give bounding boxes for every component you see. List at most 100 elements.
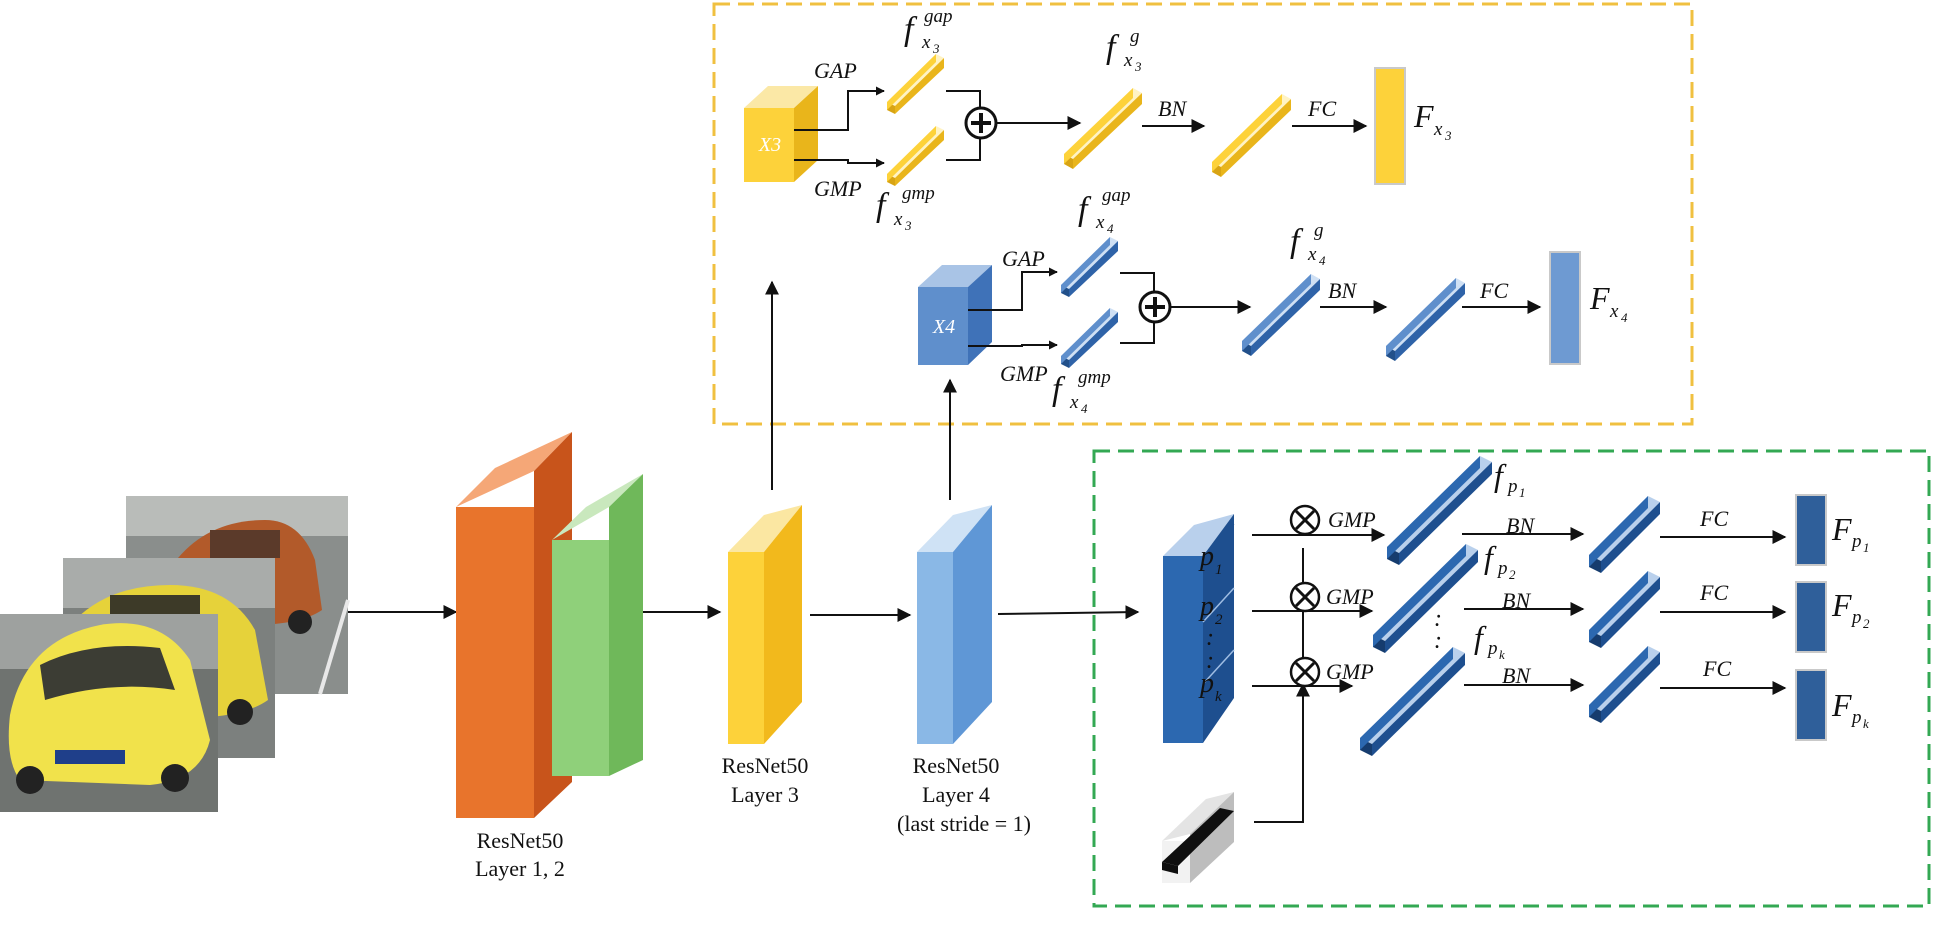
part-rowk-fc-label: FC [1702, 656, 1731, 681]
x3-fgap-sub: x [921, 32, 931, 53]
x3-x4-branch-frame [712, 2, 1694, 426]
x3-F-sub: x [1433, 119, 1443, 140]
part-row2-vector [1373, 544, 1478, 653]
arrow-layer4-to-parts [997, 605, 1140, 620]
layer4-label-line2: Layer 4 [922, 782, 990, 807]
part-F2-idx: 2 [1863, 616, 1870, 631]
part-row2-bn-label: BN [1502, 588, 1531, 613]
x4-fgmp-subidx: 4 [1081, 401, 1088, 416]
x3-output-vector [1374, 67, 1406, 185]
part-fk-p: p [1486, 638, 1498, 659]
x3-cube-label: X3 [758, 134, 781, 156]
part-row2-bn-vector [1589, 571, 1660, 648]
x3-fgap-subidx: 3 [932, 41, 940, 56]
x3-fgmp-sup: gmp [902, 183, 935, 204]
x3-gmp-label: GMP [814, 176, 862, 201]
x4-F-symbol: F [1589, 280, 1610, 316]
x3-cube [744, 86, 818, 182]
part-row1-vector [1387, 456, 1492, 565]
part-dots-left: : [1206, 625, 1214, 651]
part-mask-image [1162, 792, 1234, 883]
layer3-label-line1: ResNet50 [722, 753, 809, 778]
part-F1-idx: 1 [1863, 540, 1870, 555]
x3-fc-label: FC [1307, 96, 1336, 121]
part-pk-sub: k [1215, 689, 1222, 705]
x4-F-subidx: 4 [1621, 310, 1628, 325]
x4-gap-vector [1061, 237, 1118, 297]
part-F1-p: p [1850, 531, 1862, 552]
x4-branch: X4 GAP GMP f gap x 4 f gmp x 4 [918, 185, 1628, 416]
part-f1-p: p [1506, 476, 1518, 497]
x3-fg-sub: x [1123, 50, 1133, 71]
part-row1-multiply-icon [1289, 504, 1321, 536]
x4-gmp-label: GMP [1000, 361, 1048, 386]
x4-gmp-vector [1061, 308, 1118, 368]
part-rowk-vector [1360, 647, 1465, 756]
input-vehicle-images [0, 496, 350, 812]
layer4-label-line1: ResNet50 [913, 753, 1000, 778]
part-row2-gmp-label: GMP [1326, 584, 1374, 609]
x4-fgmp-symbol: f [1052, 371, 1066, 408]
x3-concat-plus-icon [964, 106, 998, 140]
part-F2-symbol: F [1831, 587, 1852, 623]
layer12-blocks [456, 432, 643, 818]
part-row1-output-vector [1795, 494, 1827, 566]
x4-fg-vector [1242, 274, 1320, 356]
x4-F-sub: x [1609, 301, 1619, 322]
part-feature-map [1163, 514, 1235, 743]
part-dots-left2: : [1206, 648, 1214, 674]
x4-fg-subidx: 4 [1319, 253, 1326, 268]
part-F1-symbol: F [1831, 511, 1852, 547]
part-dots-right2: : [1434, 628, 1442, 654]
layer4-block [917, 505, 992, 744]
layer3-block [728, 505, 802, 744]
x4-concat-plus-icon [1138, 290, 1172, 324]
x4-fg-symbol: f [1290, 223, 1304, 260]
x3-gmp-vector [887, 126, 944, 186]
x4-output-vector [1549, 251, 1581, 365]
x3-bn-label: BN [1158, 96, 1187, 121]
part-branch-frame [1092, 449, 1931, 908]
part-p2-symbol: p [1198, 591, 1214, 622]
x4-cube-label: X4 [932, 316, 955, 338]
x3-fg-symbol: f [1106, 29, 1120, 66]
part-p2-sub: 2 [1215, 612, 1223, 628]
part-rowk-bn-vector [1589, 646, 1660, 723]
part-branch: p 1 p 2 : : p k [1162, 456, 1870, 883]
part-rowk-bn-label: BN [1502, 663, 1531, 688]
part-dots-right: : [1434, 606, 1442, 632]
x3-fg-vector [1064, 88, 1142, 169]
x4-gap-label: GAP [1002, 246, 1045, 271]
x4-fgap-sub: x [1095, 212, 1105, 233]
part-p1-sub: 1 [1215, 562, 1223, 578]
layer12-label-line1: ResNet50 [477, 828, 564, 853]
x3-fgap-symbol: f [904, 11, 918, 48]
part-F2-p: p [1850, 607, 1862, 628]
x4-fg-sup: g [1314, 220, 1324, 241]
x3-gap-vector [887, 54, 944, 114]
x4-fgmp-sup: gmp [1078, 367, 1111, 388]
x3-fg-subidx: 3 [1134, 59, 1142, 74]
layer4-label-line3: (last stride = 1) [897, 811, 1031, 836]
x3-fgmp-sub: x [893, 209, 903, 230]
x3-fgap-sup: gap [924, 6, 953, 27]
x4-fg-sub: x [1307, 244, 1317, 265]
x3-fgmp-subidx: 3 [904, 218, 912, 233]
vehicle-image-front [0, 614, 218, 812]
part-fk-idx: k [1499, 647, 1505, 662]
layer12-label-line2: Layer 1, 2 [475, 856, 565, 881]
part-row2-fc-label: FC [1699, 580, 1728, 605]
part-fk-symbol: f [1474, 619, 1487, 655]
x4-fgmp-sub: x [1069, 392, 1079, 413]
x4-bn-vector [1386, 278, 1465, 361]
part-f1-symbol: f [1494, 457, 1507, 493]
layer3-label-line2: Layer 3 [731, 782, 799, 807]
part-rowk-multiply-icon [1289, 656, 1321, 688]
part-pk-symbol: p [1198, 668, 1214, 699]
x4-cube [918, 265, 992, 365]
x3-bn-vector [1212, 94, 1291, 177]
part-rowk-output-vector [1795, 669, 1827, 741]
part-f2-p: p [1496, 558, 1508, 579]
part-row2-output-vector [1795, 581, 1827, 653]
